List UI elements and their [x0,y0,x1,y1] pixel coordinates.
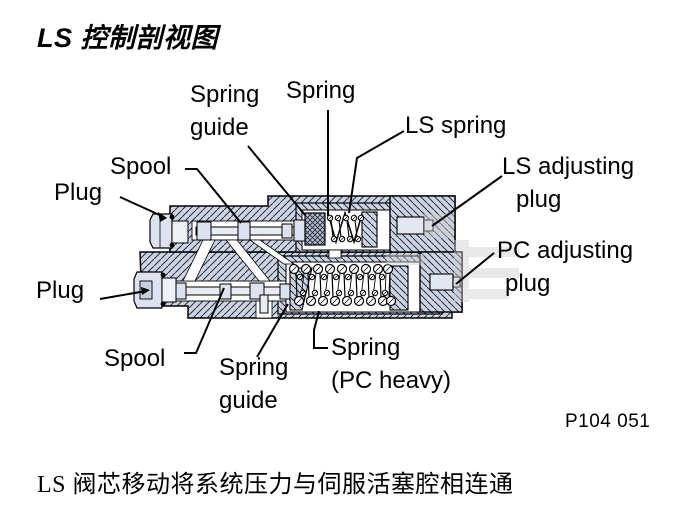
label-spring-guide-bottom: Spring guide [219,354,289,414]
upper-spool [195,219,306,242]
page-title: LS 控制剖视图 [37,23,219,53]
label-spool-lower: Spool [104,345,166,372]
figure-code: P104 051 [565,411,651,432]
ls-spring-coil [326,210,365,245]
label-spring-guide-top: Spring guide [190,81,260,141]
label-spool-upper: Spool [110,153,172,180]
leader-pc-adjusting-plug [455,252,495,285]
label-ls-spring: LS spring [405,112,507,139]
figure-caption: LS 阀芯移动将系统压力与伺服活塞腔相连通 [37,472,514,498]
watermark-fragment [386,214,519,302]
leader-arrow-plug-lower [141,287,150,295]
leader-lines [99,110,503,358]
upper-plug [149,213,189,249]
leader-spring-guide-bottom [256,303,289,358]
lower-plug [133,271,177,309]
leader-arrow-plug-upper [158,212,167,222]
label-plug-upper: Plug [54,179,103,206]
label-pc-adjusting-plug: PC adjusting plug [497,237,634,297]
leader-spring-pc [313,310,328,349]
label-plug-lower: Plug [36,277,85,304]
label-spring-top: Spring [286,77,356,104]
leader-plug-upper [119,196,165,218]
leader-spool-lower [184,287,225,354]
label-spring-pc-heavy: Spring (PC heavy) [331,334,452,394]
ls-adjusting-plug-part [389,195,456,253]
internal-passages [182,239,342,319]
leader-ls-adjusting-plug [431,175,503,227]
label-ls-adjusting-plug: LS adjusting plug [502,153,635,213]
upper-spring-guide [304,212,326,246]
pc-spring-coil [288,263,397,307]
leader-spool-upper [185,168,242,224]
leader-spring-guide-top [247,145,306,216]
leader-ls-spring [348,130,405,214]
leader-plug-lower [99,290,147,300]
pc-adjusting-plug-part [419,251,463,313]
